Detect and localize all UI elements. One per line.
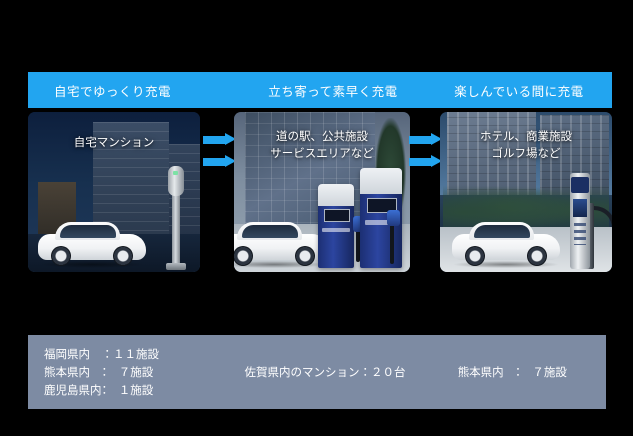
arrow-shaft: [203, 158, 227, 166]
car-shadow: [40, 261, 144, 268]
header-label-leisure: 楽しんでいる間に充電: [454, 83, 584, 99]
header-band: 自宅でゆっくり充電 立ち寄って素早く充電 楽しんでいる間に充電: [28, 72, 612, 108]
ev-car: [234, 220, 328, 268]
charger-top-panel: [360, 168, 402, 194]
car-wheel-rear: [295, 246, 316, 266]
stats-column-hotel: 熊本県内 ： ７施設: [419, 363, 606, 381]
flow-arrow-icon: [409, 133, 443, 145]
kiosk-display: [573, 199, 587, 217]
arrow-shaft: [409, 136, 433, 144]
car-shadow: [454, 261, 558, 268]
kiosk-keypad: [574, 223, 586, 245]
stats-panel: 福岡県内 ：１１施設 熊本県内 ： ７施設 鹿児島県内： １施設 佐賀県内のマン…: [28, 335, 606, 409]
home-charging-pole: [166, 166, 186, 270]
panel-caption-home: 自宅マンション: [73, 135, 155, 149]
arrow-head: [225, 155, 236, 167]
car-window: [59, 225, 116, 238]
flow-arrow-icon: [203, 155, 237, 167]
car-window: [473, 225, 530, 238]
car-wheel-front: [50, 246, 71, 266]
panel-row: 自宅マンション: [28, 112, 612, 272]
ev-car: [452, 220, 560, 268]
arrow-shaft: [409, 158, 433, 166]
pole-stem: [172, 192, 180, 264]
arrow-shaft: [203, 136, 227, 144]
scene-hotel-towers: [440, 112, 612, 272]
car-wheel-rear: [527, 246, 548, 266]
pole-base: [166, 263, 186, 270]
kiosk-charging-hose: [594, 206, 612, 256]
apartment-balcony-lines: [93, 121, 170, 240]
glass-office-building: [244, 112, 375, 237]
panel-hotel-commercial: ホテル、商業施設 ゴルフ場など: [440, 112, 612, 272]
stat-line-kumamoto-hotel: 熊本県内 ： ７施設: [457, 365, 567, 379]
charging-kiosk: [570, 173, 590, 269]
panel-caption-public: 道の駅、公共施設 サービスエリアなど: [270, 129, 374, 160]
main-apartment-building: [93, 121, 170, 240]
charger-brand-label: [365, 220, 397, 225]
stats-column-public: 佐賀県内のマンション：２０台: [231, 363, 418, 381]
car-wheel-rear: [113, 246, 134, 266]
stat-line-saga-mansion: 佐賀県内のマンション：２０台: [244, 365, 406, 379]
scene-night-apartment: [28, 112, 200, 272]
car-window: [241, 225, 298, 238]
charging-cable: [356, 226, 360, 262]
panel-home-apartment: 自宅マンション: [28, 112, 200, 272]
header-label-home: 自宅でゆっくり充電: [54, 83, 172, 99]
car-shadow: [234, 261, 326, 268]
arrow-head: [431, 133, 442, 145]
car-wheel-front: [234, 246, 253, 266]
arrow-group-2: [409, 118, 443, 178]
header-label-quick: 立ち寄って素早く充電: [268, 83, 398, 99]
charger-display: [366, 198, 398, 213]
charger-top-panel: [318, 184, 354, 206]
fast-charger-left: [318, 184, 354, 268]
stat-line-fukuoka: 福岡県内 ：１１施設: [44, 347, 159, 361]
ev-car: [38, 220, 146, 268]
arrow-group-1: [203, 118, 237, 178]
car-wheel-front: [464, 246, 485, 266]
charger-display: [323, 209, 351, 223]
kiosk-header-band: [571, 177, 589, 193]
flow-arrow-icon: [203, 133, 237, 145]
pole-status-led: [173, 171, 178, 175]
flow-arrow-icon: [409, 155, 443, 167]
arrow-head: [225, 133, 236, 145]
pole-head: [168, 166, 184, 196]
arrow-head: [431, 155, 442, 167]
stat-line-kagoshima: 鹿児島県内： １施設: [44, 383, 154, 397]
scene-glass-building: [234, 112, 410, 272]
stats-column-home: 福岡県内 ：１１施設 熊本県内 ： ７施設 鹿児島県内： １施設: [28, 345, 231, 399]
panel-caption-hotel: ホテル、商業施設 ゴルフ場など: [480, 129, 572, 160]
charging-connector: [387, 210, 400, 226]
charger-brand-label: [322, 227, 350, 232]
panel-public-facility: 道の駅、公共施設 サービスエリアなど: [234, 112, 410, 272]
charging-cable: [390, 220, 394, 264]
stat-line-kumamoto: 熊本県内 ： ７施設: [44, 365, 154, 379]
